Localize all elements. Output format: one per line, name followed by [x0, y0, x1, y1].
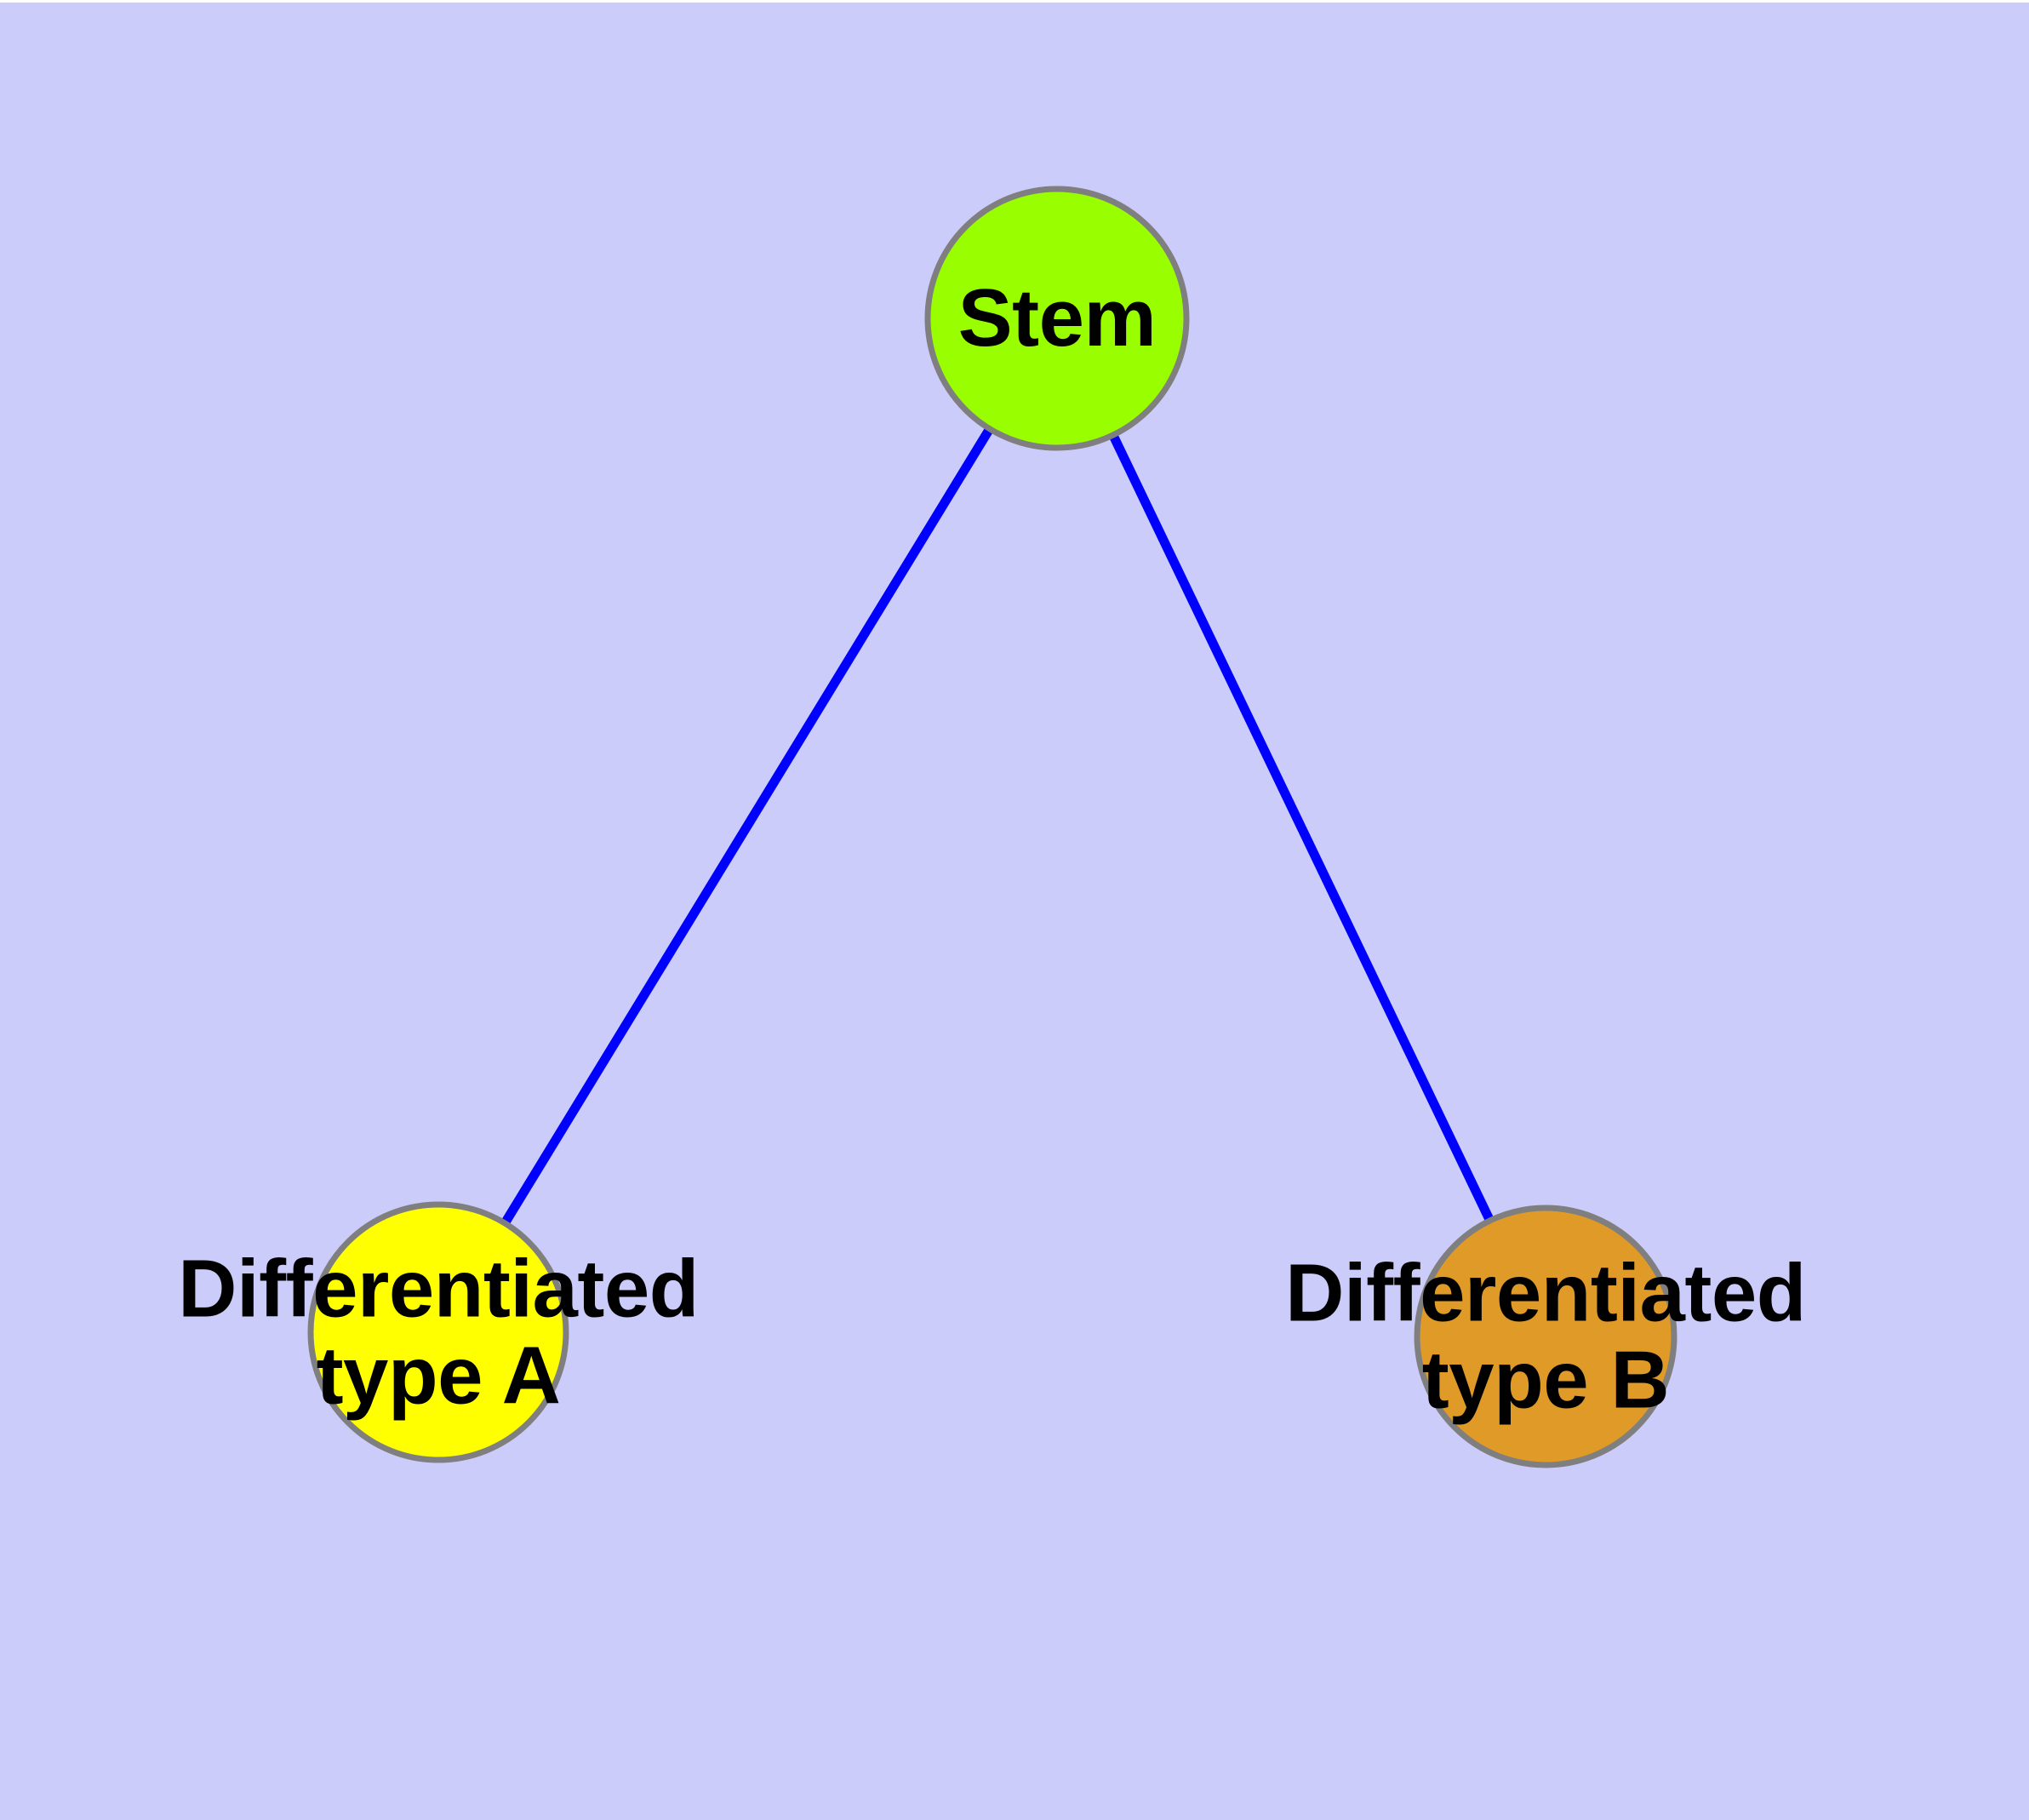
nodes-group — [307, 186, 1677, 1468]
graph-svg — [307, 186, 1677, 1468]
graph-node-stem[interactable] — [924, 186, 1190, 451]
graph-node-diff_a[interactable] — [307, 1201, 569, 1463]
graph-edge-stem-diff_b — [1053, 316, 1550, 1339]
graph-node-diff_b[interactable] — [1414, 1205, 1677, 1468]
graph-edge-stem-diff_a — [434, 316, 1061, 1335]
edges-group — [434, 316, 1550, 1339]
